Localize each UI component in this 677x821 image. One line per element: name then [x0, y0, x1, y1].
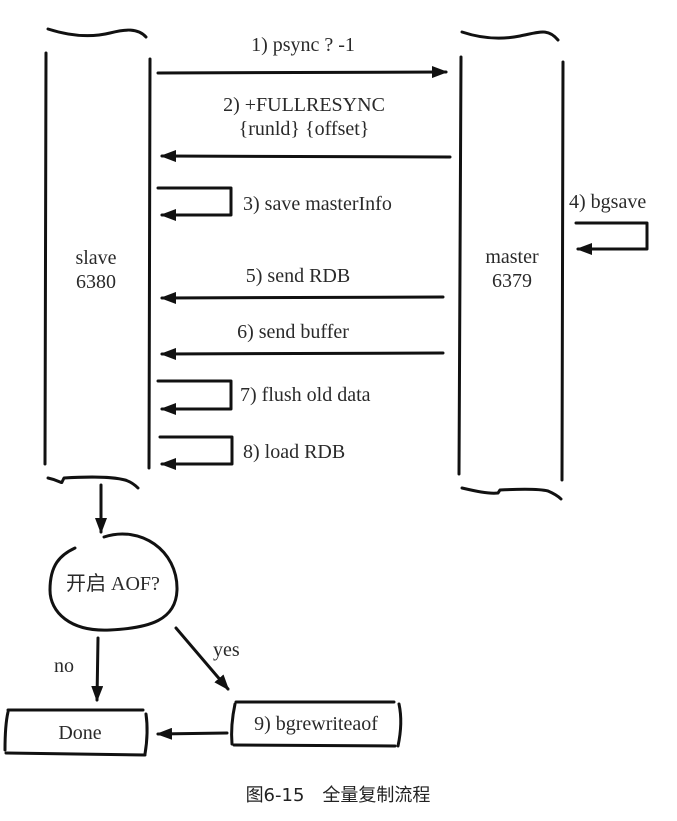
step-1: 1) psync ? -1	[156, 34, 448, 79]
step-2-label-line2: {runld} {offset}	[239, 118, 370, 140]
aof-decision: 开启 AOF?	[48, 532, 179, 632]
step-4-loop-arrow	[574, 221, 649, 255]
done-box-right	[143, 712, 149, 756]
step-2-label-line1: 2) +FULLRESYNC	[223, 94, 385, 116]
rewrite-box-bottom	[232, 743, 397, 748]
step-6-arrow	[160, 347, 445, 360]
slave-node: slave 6380	[43, 27, 152, 490]
rewrite-box-left	[230, 702, 237, 746]
slave-bottom-squiggle	[46, 475, 140, 490]
done-label: Done	[58, 722, 101, 744]
master-port: 6379	[492, 270, 532, 292]
done-node: Done	[3, 708, 149, 757]
done-box-bottom	[4, 751, 147, 757]
no-branch: no	[54, 636, 104, 702]
slave-name: slave	[75, 247, 116, 269]
step-4: 4) bgsave	[569, 191, 649, 255]
step-5: 5) send RDB	[160, 265, 445, 304]
step-7: 7) flush old data	[156, 379, 371, 415]
slave-top-squiggle	[46, 27, 148, 39]
decision-blob-outline	[48, 532, 179, 632]
slave-left-line	[43, 51, 48, 466]
master-bottom-squiggle	[460, 486, 563, 501]
master-left-line	[457, 55, 463, 476]
master-top-squiggle	[460, 30, 560, 42]
slave-right-line	[147, 57, 152, 470]
step-1-label: 1) psync ? -1	[251, 34, 355, 56]
step-5-label: 5) send RDB	[246, 265, 350, 287]
step-1-arrow	[156, 66, 448, 79]
step-7-loop-arrow	[156, 379, 233, 415]
step-6-label: 6) send buffer	[237, 321, 349, 343]
master-right-line	[560, 60, 565, 482]
master-name: master	[485, 246, 539, 268]
step-7-label: 7) flush old data	[240, 384, 371, 406]
step-8-label: 8) load RDB	[243, 441, 345, 463]
step-2-arrow	[160, 150, 452, 163]
step-2: 2) +FULLRESYNC {runld} {offset}	[160, 94, 452, 163]
step-4-label: 4) bgsave	[569, 191, 646, 213]
master-node: master 6379	[457, 30, 565, 501]
no-label: no	[54, 655, 74, 677]
rewrite-label: 9) bgrewriteaof	[254, 713, 378, 735]
yes-label: yes	[213, 639, 240, 661]
done-box-left	[3, 710, 10, 752]
yes-arrow	[174, 626, 230, 691]
bgrewriteaof-node: 9) bgrewriteaof	[230, 700, 403, 748]
figure-caption: 图6-15 全量复制流程	[246, 785, 431, 806]
slave-port: 6380	[76, 271, 116, 293]
no-arrow	[91, 636, 104, 702]
step-3-loop-arrow	[156, 186, 233, 221]
step-3-label: 3) save masterInfo	[243, 193, 392, 215]
step-5-arrow	[160, 291, 445, 304]
step-8: 8) load RDB	[158, 435, 345, 470]
step-3: 3) save masterInfo	[156, 186, 392, 221]
yes-branch: yes	[174, 626, 240, 691]
rewrite-box-right	[396, 702, 403, 748]
step-8-loop-arrow	[158, 435, 234, 470]
rewrite-to-done-arrow	[156, 727, 229, 740]
decision-label: 开启 AOF?	[66, 572, 160, 595]
step-6: 6) send buffer	[160, 321, 445, 360]
